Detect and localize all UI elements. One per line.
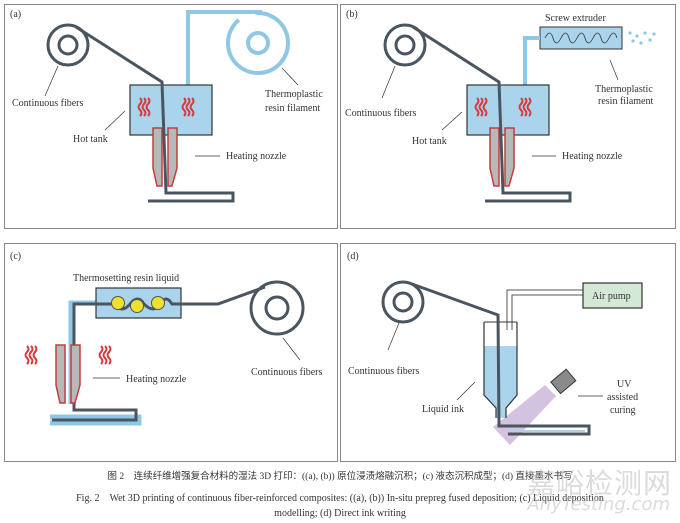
panel-b-tag: (b)	[346, 9, 358, 20]
label-hot-tank: Hot tank	[412, 136, 447, 147]
panel-b: (b) Screw extruder Continuous fibers Hot…	[345, 9, 656, 203]
heat-icon	[98, 345, 112, 365]
panel-a-frame	[4, 4, 338, 229]
ink-container	[483, 321, 518, 418]
resin-pellets	[628, 31, 656, 45]
panel-a: (a) Continuous fibers Hot tank Heating n…	[10, 9, 323, 203]
label-hot-tank: Hot tank	[73, 134, 108, 145]
fiber-reel	[383, 23, 427, 67]
panel-a-tag: (a)	[10, 9, 21, 20]
uv-beam	[493, 385, 556, 445]
caption-chinese: 图 2 连续纤维增强复合材料的湿法 3D 打印：((a), (b)) 原位浸渍熔…	[107, 472, 573, 482]
caption-english-line-1: Fig. 2 Wet 3D printing of continuous fib…	[76, 493, 604, 504]
fiber-reel	[249, 280, 305, 336]
label-filament-2: resin filament	[598, 96, 653, 107]
fiber-reel	[46, 23, 90, 67]
label-liquid-ink: Liquid ink	[422, 404, 464, 415]
label-continuous-fibers: Continuous fibers	[251, 367, 322, 378]
label-heating-nozzle: Heating nozzle	[226, 151, 287, 162]
filament-spool	[186, 10, 290, 85]
label-filament-1: Thermoplastic	[595, 84, 653, 95]
panel-d: (d) Air pump Continuous fibers Liquid in…	[347, 251, 643, 445]
watermark-logo: 嘉峪检测网	[526, 467, 672, 500]
panel-d-frame	[340, 243, 676, 462]
label-continuous-fibers: Continuous fibers	[345, 108, 416, 119]
label-resin-liquid: Thermosetting resin liquid	[73, 273, 179, 284]
fiber-path	[75, 25, 235, 203]
label-filament-2: resin filament	[265, 103, 320, 114]
resin-rollers	[111, 296, 165, 313]
panel-d-tag: (d)	[347, 251, 359, 262]
label-filament-1: Thermoplastic	[265, 89, 323, 100]
label-heating-nozzle: Heating nozzle	[562, 151, 623, 162]
heat-icon	[24, 345, 38, 365]
watermark-text: AnyTesting.com	[527, 494, 670, 515]
label-air-pump: Air pump	[592, 291, 631, 302]
heating-nozzle	[55, 344, 81, 404]
fiber-path	[412, 25, 572, 203]
panel-c-frame	[4, 243, 338, 462]
fiber-reel	[381, 280, 425, 324]
label-continuous-fibers: Continuous fibers	[12, 98, 83, 109]
label-screw-extruder: Screw extruder	[545, 13, 606, 24]
screw-extruder	[539, 26, 623, 50]
label-uv-3: curing	[610, 405, 636, 416]
label-uv-1: UV	[617, 379, 632, 390]
label-continuous-fibers: Continuous fibers	[348, 366, 419, 377]
label-heating-nozzle: Heating nozzle	[126, 374, 187, 385]
label-uv-2: assisted	[607, 392, 638, 403]
caption-english-line-2: modelling; (d) Direct ink writing	[274, 508, 406, 519]
air-pump	[582, 282, 643, 309]
panel-c-tag: (c)	[10, 251, 21, 262]
panel-b-frame	[340, 4, 676, 229]
fiber-path	[411, 282, 591, 436]
panel-c: (c) Thermosetting resin liquid Heating n…	[10, 251, 322, 426]
air-tube	[506, 289, 583, 330]
uv-lamp	[550, 368, 577, 395]
